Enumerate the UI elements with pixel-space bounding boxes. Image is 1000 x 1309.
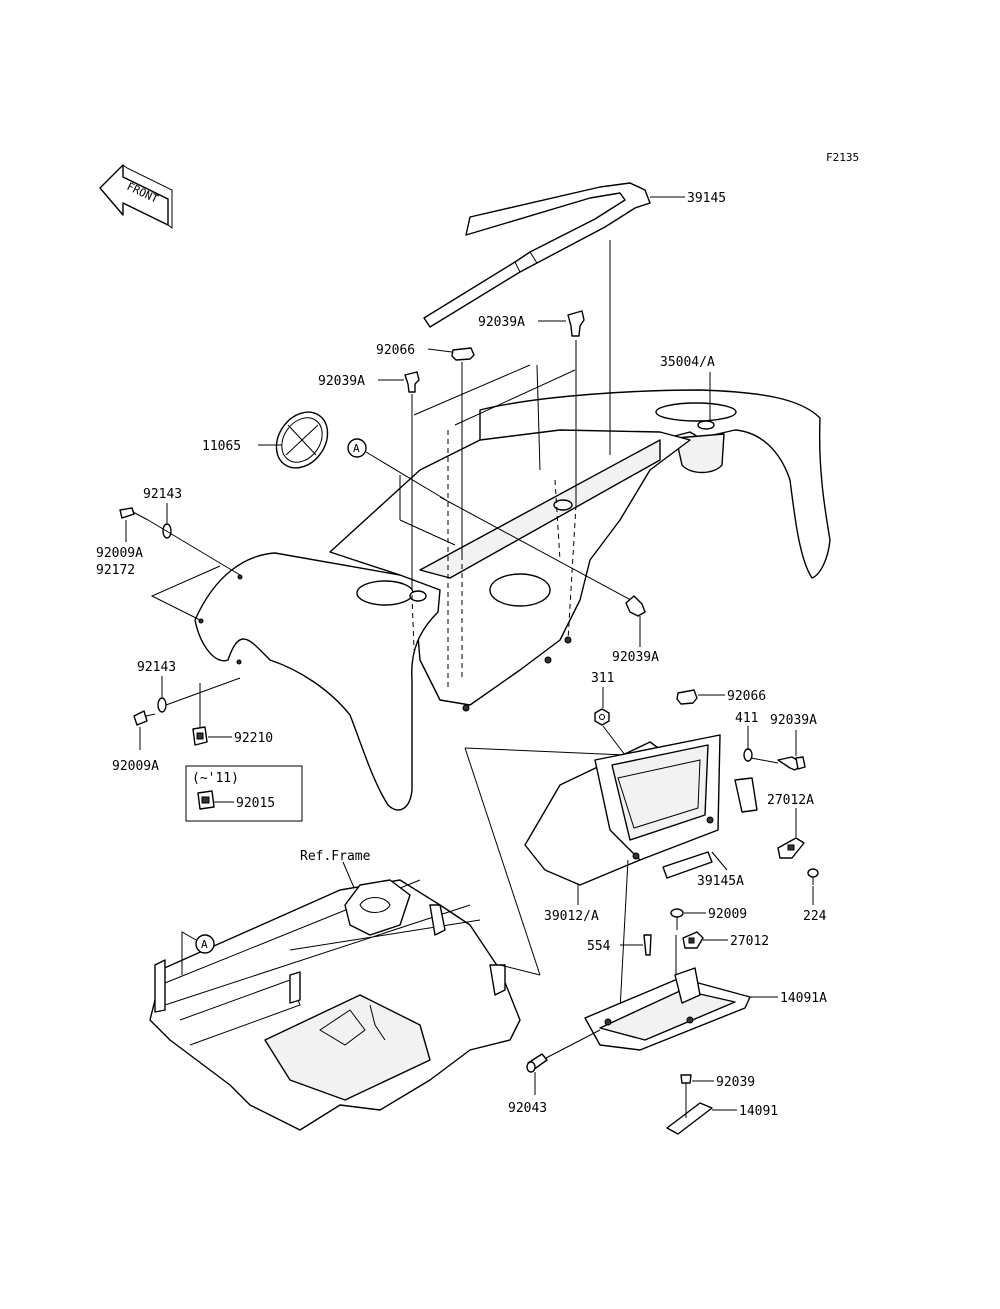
label-92066-top: 92066 — [376, 343, 415, 358]
nut-92210 — [192, 726, 208, 746]
box-guide-line-1 — [619, 859, 629, 1011]
label-92039A-left: 92039A — [318, 374, 365, 389]
range-note-box: (~'11) 92015 — [185, 765, 303, 822]
leader-92043-guide — [545, 1029, 601, 1059]
label-92009: 92009 — [708, 907, 747, 922]
label-27012: 27012 — [730, 934, 769, 949]
callout-a-upper: A — [347, 438, 447, 501]
leader-92066-top — [427, 348, 453, 353]
storage-box-cover-39012A — [524, 734, 721, 886]
label-92039A-box: 92039A — [770, 713, 817, 728]
front-arrow-icon: FRONT — [99, 164, 173, 229]
label-92143-bottom: 92143 — [137, 660, 176, 675]
washer-411 — [743, 748, 753, 762]
label-11065: 11065 — [202, 439, 241, 454]
label-92210: 92210 — [234, 731, 273, 746]
leader-ref-frame — [342, 861, 356, 891]
catch-27012 — [682, 931, 704, 949]
connector-line-3 — [499, 964, 541, 976]
ref-frame-label: Ref.Frame — [300, 849, 371, 864]
label-27012A: 27012A — [767, 793, 814, 808]
nut-311 — [594, 708, 610, 726]
pin-92043 — [526, 1053, 548, 1073]
strip-14091 — [666, 1102, 713, 1135]
label-554: 554 — [587, 939, 611, 954]
label-14091A: 14091A — [780, 991, 827, 1006]
label-35004A: 35004/A — [660, 355, 715, 370]
latch-27012A — [777, 837, 805, 859]
clip-92039A-left — [404, 371, 420, 393]
leader-box-clip — [750, 757, 779, 764]
frame-assembly — [149, 879, 521, 1131]
leader-92143-fender — [165, 677, 241, 706]
plug-92066-top — [451, 347, 475, 361]
screw-224 — [807, 868, 819, 885]
plug-92066-box — [676, 689, 698, 705]
label-92043: 92043 — [508, 1101, 547, 1116]
svg-text:A: A — [353, 442, 360, 455]
bolt-92009A-bottom — [133, 710, 156, 726]
leader-92009A-fender — [147, 519, 241, 576]
clip-92039A-mid — [625, 595, 646, 617]
seal-strip-39145A — [662, 777, 758, 879]
leader-92172 — [150, 565, 221, 621]
clip-92039A-box — [777, 756, 806, 771]
label-92039A-top: 92039A — [478, 315, 525, 330]
label-14091: 14091 — [739, 1104, 778, 1119]
connector-line-1 — [464, 747, 541, 976]
label-39145A: 39145A — [697, 874, 744, 889]
washer-92143-bottom — [157, 697, 167, 713]
label-224: 224 — [803, 909, 827, 924]
front-fender — [194, 552, 441, 811]
fastener-guide-lines — [399, 240, 611, 690]
connector-line-2 — [464, 747, 626, 756]
label-92009A-top: 92009A — [96, 546, 143, 561]
pin-554 — [643, 934, 652, 956]
label-92143-top: 92143 — [143, 487, 182, 502]
label-411: 411 — [735, 711, 758, 726]
range-note-label: (~'11) — [192, 771, 239, 786]
label-92066-box: 92066 — [727, 689, 766, 704]
cap-11065 — [275, 411, 329, 469]
label-311: 311 — [591, 671, 614, 686]
screw-92009 — [670, 908, 684, 930]
rivet-92039 — [680, 1074, 692, 1105]
callout-a-lower: A — [181, 931, 215, 975]
leader-39145A — [711, 851, 728, 871]
label-92015: 92015 — [236, 796, 275, 811]
label-92009A-bottom: 92009A — [112, 759, 159, 774]
label-92172: 92172 — [96, 563, 135, 578]
seal-strip-39145 — [423, 182, 651, 328]
figure-code: F2135 — [826, 151, 859, 164]
leader-mount-line — [439, 496, 641, 606]
label-39145: 39145 — [687, 191, 726, 206]
clip-92039A-top — [567, 310, 585, 337]
label-92039A-mid: 92039A — [612, 650, 659, 665]
bolt-92009A-top — [119, 507, 149, 521]
tray-14091A — [584, 967, 751, 1051]
label-92039: 92039 — [716, 1075, 755, 1090]
svg-text:A: A — [201, 938, 208, 951]
label-39012A: 39012/A — [544, 909, 599, 924]
leader-311-lower — [602, 725, 626, 756]
